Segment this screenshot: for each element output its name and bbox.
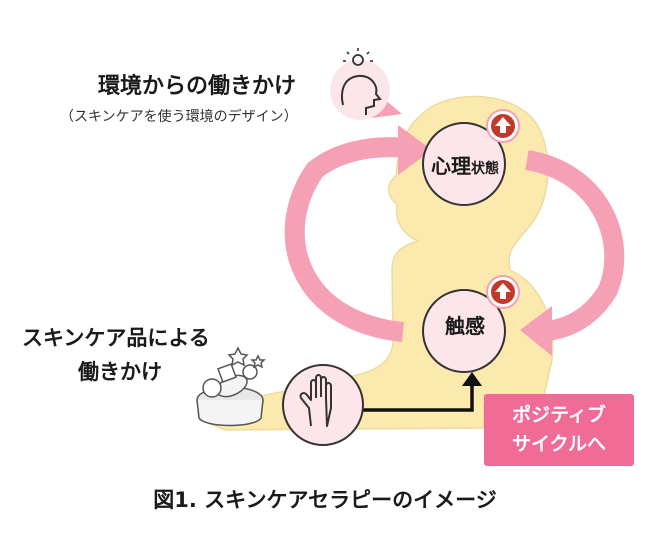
touch-up-icon xyxy=(486,275,520,309)
skincare-jar-icon xyxy=(196,346,266,427)
psych-circle xyxy=(422,122,506,206)
touch-circle xyxy=(422,289,506,373)
touch-node-label: 触感 xyxy=(445,314,485,338)
hand-to-touch-arrow-head xyxy=(462,372,482,386)
positive-line1: ポジティブ xyxy=(512,404,606,426)
cycle-arrow-left-head xyxy=(398,125,432,175)
cycle-arrow-left xyxy=(284,137,409,342)
person-idea-icon xyxy=(330,48,390,120)
psych-small-text: 状態 xyxy=(471,161,499,177)
skin-heading-line1: スキンケア品による xyxy=(22,326,210,350)
env-heading: 環境からの働きかけ xyxy=(98,74,297,99)
cycle-arrow-right xyxy=(525,150,625,342)
psych-node-label: 心理状態 xyxy=(410,150,520,179)
cycle-arrow-right-head xyxy=(520,306,552,356)
psych-main-text: 心理 xyxy=(431,154,471,178)
positive-line2: サイクルへ xyxy=(511,433,607,455)
hand-circle xyxy=(282,364,364,446)
hand-icon xyxy=(299,374,332,427)
figure-caption: 図1. スキンケアセラピーのイメージ xyxy=(153,488,497,512)
skin-heading-line2: 働きかけ xyxy=(78,360,162,384)
env-subheading: （スキンケアを使う環境のデザイン） xyxy=(60,109,298,125)
psych-up-icon xyxy=(486,109,520,143)
positive-cycle-box: ポジティブ サイクルへ xyxy=(484,394,634,466)
hand-to-touch-arrow xyxy=(362,384,474,412)
